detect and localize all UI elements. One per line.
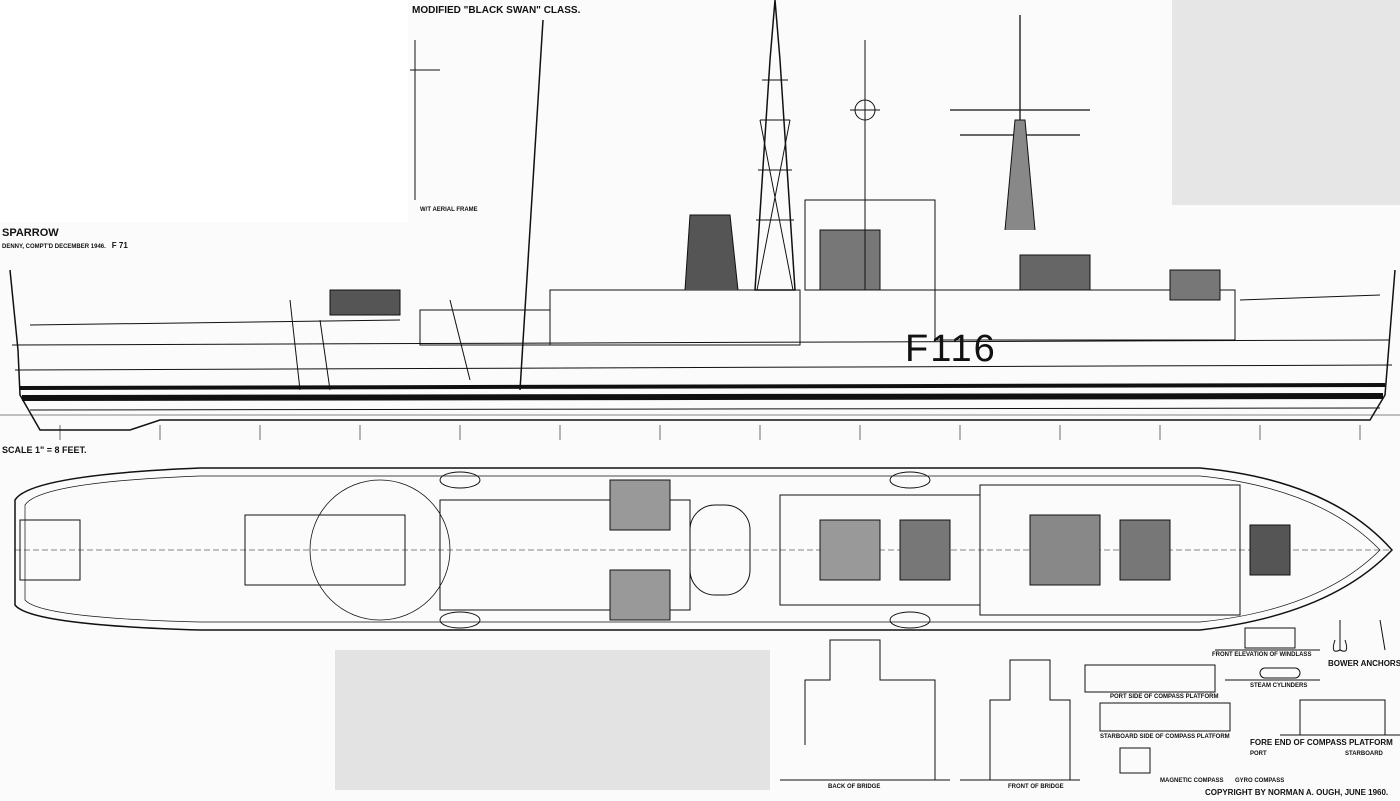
drawing-title: MODIFIED "BLACK SWAN" CLASS.: [412, 5, 581, 16]
port-label: PORT: [1250, 751, 1267, 757]
starboard-label: STARBOARD: [1345, 751, 1383, 757]
gyro-compass-label: GYRO COMPASS: [1235, 778, 1285, 784]
front-of-bridge-label: FRONT OF BRIDGE: [1008, 784, 1064, 790]
steam-cylinders-label: STEAM CYLINDERS: [1250, 683, 1308, 689]
back-of-bridge-label: BACK OF BRIDGE: [828, 784, 881, 790]
deck-plan: [14, 467, 1394, 631]
starboard-side-compass-label: STARBOARD SIDE OF COMPASS PLATFORM: [1100, 734, 1230, 740]
blank-patch: [1172, 0, 1400, 205]
detail-drawings: [780, 619, 1400, 781]
painted-pennant-number: F116: [905, 328, 997, 370]
copyright: COPYRIGHT BY NORMAN A. OUGH, JUNE 1960.: [1205, 788, 1389, 797]
fore-end-compass-label: FORE END OF COMPASS PLATFORM: [1250, 738, 1393, 747]
aerial-note: W/T AERIAL FRAME: [420, 207, 478, 213]
bower-anchors-label: BOWER ANCHORS: [1328, 659, 1400, 668]
scale-label: SCALE 1" = 8 FEET.: [2, 445, 87, 455]
original-pennant: F 71: [111, 241, 128, 250]
windlass-label: FRONT ELEVATION OF WINDLASS: [1212, 652, 1312, 658]
ship-name: SPARROW: [2, 227, 59, 239]
port-side-compass-label: PORT SIDE OF COMPASS PLATFORM: [1110, 694, 1219, 700]
side-profile: [0, 0, 1400, 440]
magnetic-compass-label: MAGNETIC COMPASS: [1160, 778, 1224, 784]
builder-info: DENNY, COMPT'D DECEMBER 1946. F 71: [2, 241, 128, 251]
blank-patch: [335, 650, 770, 790]
builder-line: DENNY, COMPT'D DECEMBER 1946.: [2, 244, 106, 250]
blank-area: [0, 0, 408, 222]
